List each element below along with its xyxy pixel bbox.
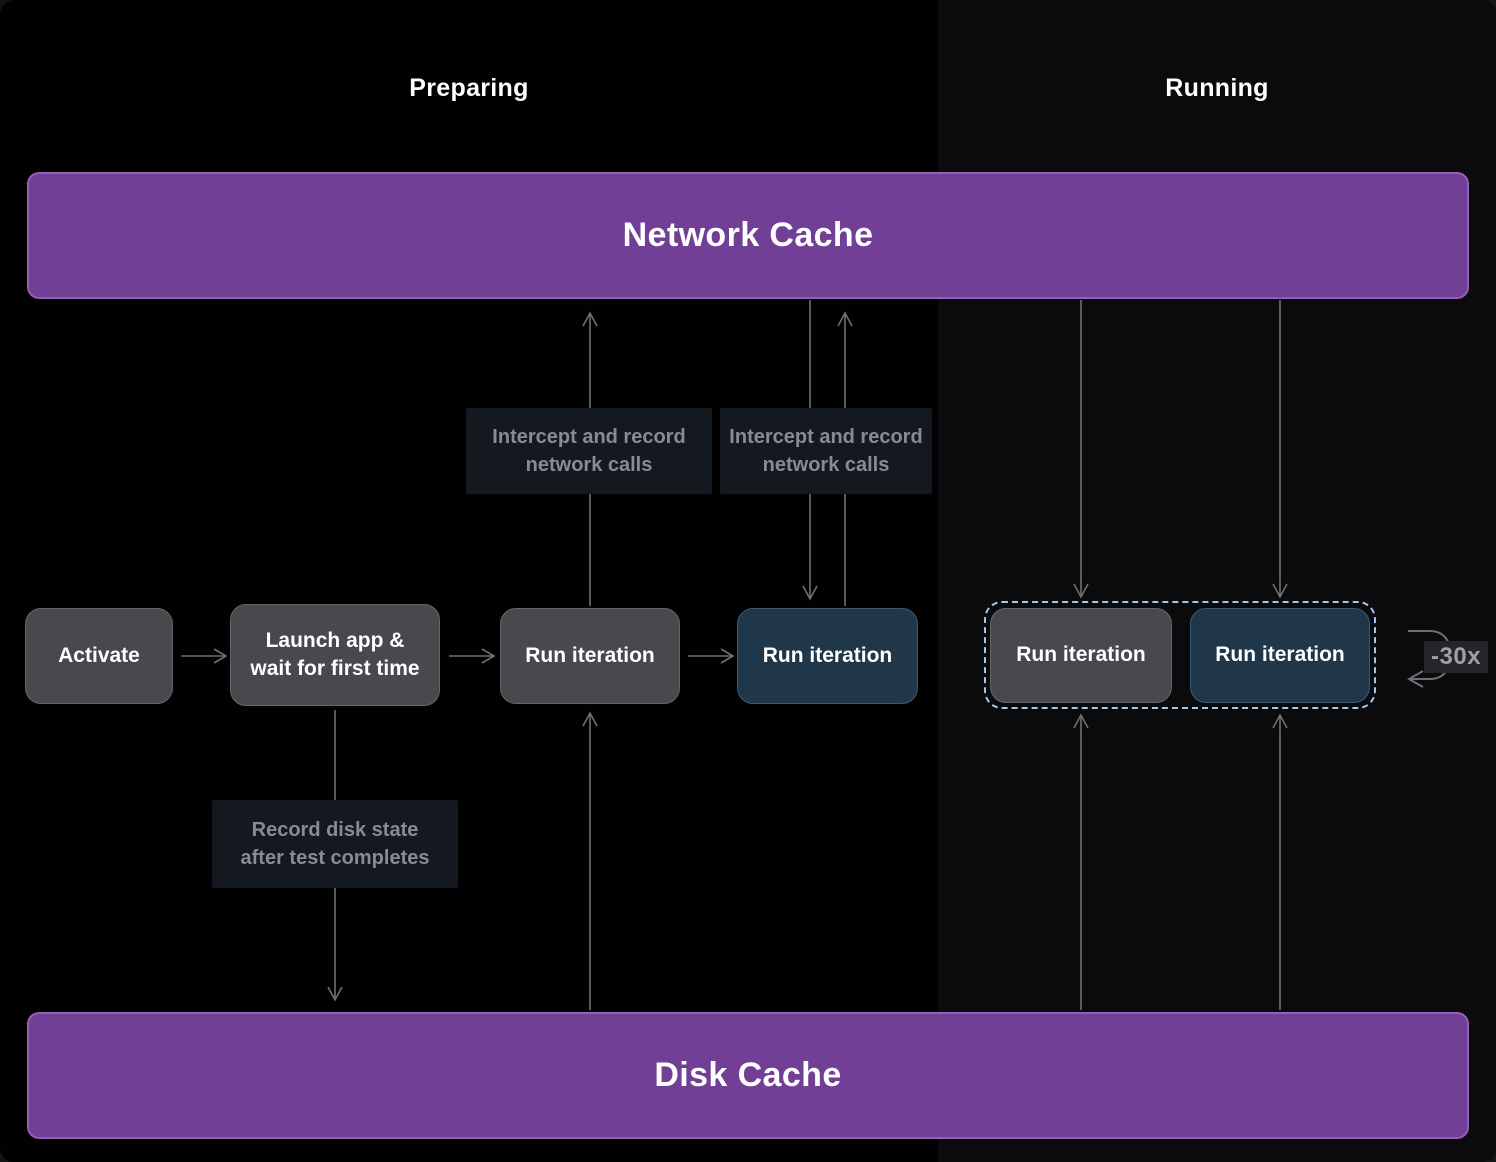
arrow-disk-cache-to-run3 — [1073, 713, 1089, 1010]
section-title-preparing: Preparing — [409, 74, 529, 102]
annotation-intercept-network-calls-2: Intercept and record network calls — [720, 408, 932, 494]
annotation-line: network calls — [525, 454, 653, 476]
loop-count-label: -30x — [1424, 641, 1489, 673]
annotation-line: Intercept and record — [492, 426, 686, 448]
annotation-line: after test completes — [240, 847, 430, 869]
node-run-iteration-2: Run iteration — [737, 608, 918, 704]
arrow-disk-cache-to-run4 — [1272, 713, 1288, 1010]
node-activate: Activate — [25, 608, 173, 704]
arrow-activate-to-launch — [181, 648, 228, 664]
annotation-intercept-network-calls-1: Intercept and record network calls — [466, 408, 712, 494]
node-launch-line: wait for first time — [250, 657, 420, 680]
arrow-network-cache-to-run3 — [1073, 300, 1089, 599]
network-cache-bar: Network Cache — [27, 172, 1469, 299]
arrow-network-cache-to-run4 — [1272, 300, 1288, 599]
arrow-run1-to-run2 — [688, 648, 735, 664]
annotation-line: Record disk state — [251, 819, 419, 841]
annotation-line: Intercept and record — [729, 426, 923, 448]
arrow-disk-cache-to-run1 — [582, 711, 598, 1010]
arrow-launch-to-run1 — [449, 648, 496, 664]
loop-group-dashed-border — [984, 601, 1376, 709]
annotation-line: network calls — [762, 454, 890, 476]
annotation-record-disk-state: Record disk state after test completes — [212, 800, 458, 888]
node-run-iteration-1: Run iteration — [500, 608, 680, 704]
node-run-iteration-3: Run iteration — [990, 608, 1172, 703]
node-launch-app: Launch app & wait for first time — [230, 604, 440, 706]
node-launch-line: Launch app & — [265, 628, 405, 652]
section-title-running: Running — [1165, 74, 1269, 102]
disk-cache-bar: Disk Cache — [27, 1012, 1469, 1139]
node-run-iteration-4: Run iteration — [1190, 608, 1370, 703]
